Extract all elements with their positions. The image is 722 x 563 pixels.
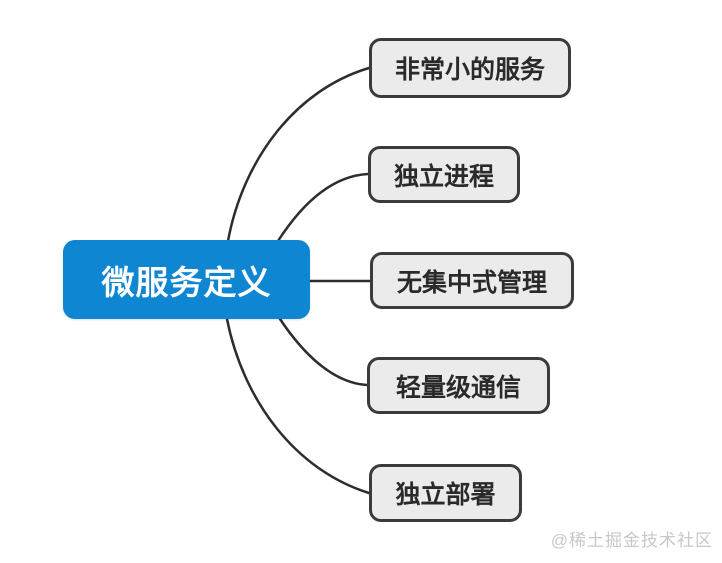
connector-root-to-very-small-services bbox=[226, 66, 371, 243]
connector-root-to-independent-deployment bbox=[225, 317, 371, 495]
connector-root-to-independent-process bbox=[276, 172, 370, 243]
child-node-independent-process[interactable]: 独立进程 bbox=[368, 146, 520, 203]
child-node-very-small-services[interactable]: 非常小的服务 bbox=[369, 38, 571, 98]
child-node-label: 无集中式管理 bbox=[396, 268, 547, 297]
root-node-label: 微服务定义 bbox=[101, 263, 272, 301]
child-node-lightweight-communication[interactable]: 轻量级通信 bbox=[367, 357, 550, 414]
child-node-label: 独立进程 bbox=[393, 162, 494, 191]
child-node-label: 独立部署 bbox=[395, 481, 496, 509]
child-node-no-centralized-management[interactable]: 无集中式管理 bbox=[370, 252, 574, 309]
root-node-microservice-definition[interactable]: 微服务定义 bbox=[63, 240, 310, 319]
watermark: @稀土掘金技术社区 bbox=[550, 531, 713, 550]
connector-root-to-lightweight-communication bbox=[278, 317, 369, 387]
child-node-label: 非常小的服务 bbox=[394, 56, 545, 84]
child-node-independent-deployment[interactable]: 独立部署 bbox=[369, 464, 522, 522]
child-node-label: 轻量级通信 bbox=[395, 373, 521, 402]
